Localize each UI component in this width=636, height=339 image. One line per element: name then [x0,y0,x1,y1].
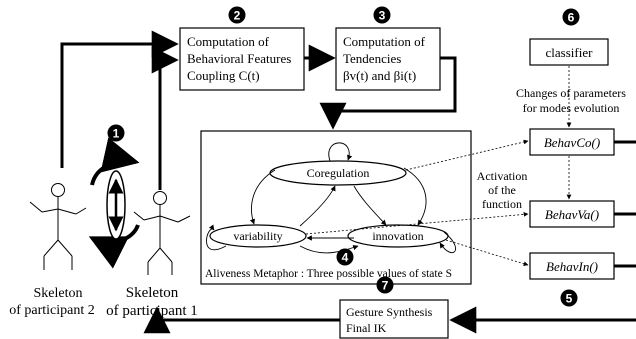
coreg-to-innovation [353,185,387,226]
behavva-label: BehavVa() [545,207,599,222]
gesture-line-2: Final IK [346,321,387,335]
svg-text:5: 5 [566,292,573,306]
arrow-p1-to-features [151,46,179,190]
svg-text:4: 4 [342,251,349,265]
marker-7: 7 [376,276,394,294]
state-variability-label: variability [233,229,282,243]
aliveness-caption: Aliveness Metaphor : Three possible valu… [205,268,452,280]
coreg-to-variability [249,169,276,225]
changes-note-line-1: Changes of parameters [516,86,626,100]
arrow-p2-to-features [60,30,179,168]
svg-text:1: 1 [113,127,120,141]
self-loop-variability [206,224,227,251]
variability-to-coreg [299,185,336,227]
changes-note-line-2: for modes evolution [523,101,620,115]
variability-to-innovation [299,244,359,254]
p2-label-line-2: of participant 2 [9,303,95,318]
p2-label-line-1: Skeleton [34,286,83,301]
dotted-links [305,66,572,267]
stick-figure-p1 [133,191,191,275]
marker-5: 5 [560,289,578,307]
aliveness-box: Aliveness Metaphor : Three possible valu… [200,130,472,285]
state-variability: variability [209,224,307,248]
innovation-to-coreg [403,167,427,226]
coreg-to-behavco [405,139,529,171]
classifier-box: classifier [529,38,609,66]
coupling-arc-bottom [88,224,140,269]
state-transitions [206,142,456,254]
tendencies-line-2: Tendencies [343,51,401,66]
self-loop-innovation [439,231,456,254]
behavva-box: BehavVa() [529,200,615,228]
gesture-box: Gesture Synthesis Final IK [339,299,449,339]
activation-note-line-1: Activation [477,169,528,183]
marker-2: 2 [228,6,246,24]
p1-label-line-2: of participant 1 [106,303,198,319]
stick-figure-p2 [29,183,87,270]
activation-note-line-3: function [482,197,522,211]
features-line-3: Coupling C(t) [187,68,260,83]
svg-text:2: 2 [234,9,241,23]
features-line-2: Behavioral Features [187,51,291,66]
p1-label-line-1: Skeleton [126,285,179,301]
thick-arrows [60,30,636,334]
marker-6: 6 [562,8,580,26]
state-innovation: innovation [347,224,449,248]
features-box: Computation of Behavioral Features Coupl… [179,27,305,91]
coupling-arc-top [90,137,140,186]
self-loop-coregulation [328,142,353,162]
tendencies-line-3: βv(t) and βi(t) [343,68,416,83]
marker-3: 3 [373,6,391,24]
arrow-tendencies-to-aliveness [319,56,457,130]
arrow-gesture-to-p1 [143,306,340,334]
behavin-label: BehavIn() [546,259,598,274]
marker-1: 1 [107,124,125,142]
gesture-line-1: Gesture Synthesis [346,305,433,319]
state-coregulation: Coregulation [269,160,407,186]
variability-to-behavva [305,211,529,235]
state-innovation-label: innovation [372,229,423,243]
behavco-box: BehavCo() [529,128,615,156]
state-coregulation-label: Coregulation [307,166,370,180]
tendencies-line-1: Computation of [343,34,426,49]
activation-note-line-2: of the [488,183,516,197]
svg-text:3: 3 [379,9,386,23]
coupling-symbol [88,137,140,269]
behavco-label: BehavCo() [544,135,600,150]
features-line-1: Computation of [187,34,270,49]
svg-text:7: 7 [382,279,389,293]
behavin-box: BehavIn() [529,252,615,280]
classifier-label: classifier [546,45,594,60]
tendencies-box: Computation of Tendencies βv(t) and βi(t… [335,27,441,91]
svg-text:6: 6 [568,11,575,25]
marker-4: 4 [336,248,354,266]
